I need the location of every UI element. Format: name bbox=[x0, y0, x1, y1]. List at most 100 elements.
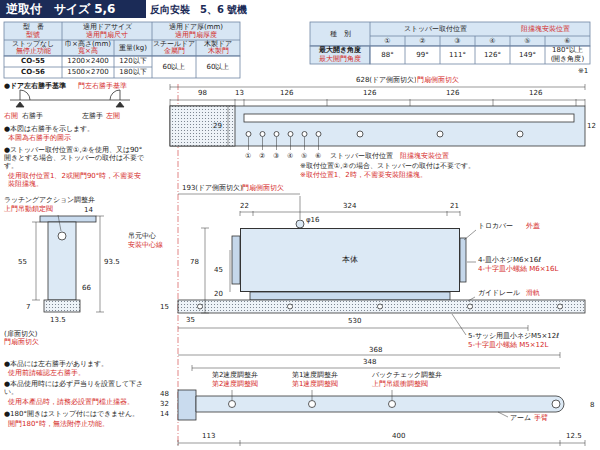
closer-assembly bbox=[288, 304, 293, 309]
table-cell: 無停止功能 bbox=[4, 48, 62, 55]
closer-assembly bbox=[300, 196, 301, 219]
table-cell: 111° bbox=[440, 46, 475, 64]
arm-assembly bbox=[178, 443, 585, 444]
table-cell: 木製ドア bbox=[196, 41, 240, 48]
spec-table bbox=[4, 56, 240, 57]
angle-table bbox=[370, 22, 371, 64]
side-view bbox=[48, 222, 76, 300]
note-text: 使用取付位置1、2或開門90°時，不需要安裝阻擋塊。 bbox=[8, 172, 144, 188]
arm-assembly bbox=[498, 412, 508, 417]
dimension: 113 bbox=[202, 432, 215, 440]
table-cell: 種 別 bbox=[310, 22, 370, 46]
angle-table bbox=[370, 36, 590, 37]
table-cell: 阻擋塊安裝位置 bbox=[500, 22, 590, 36]
arm-assembly bbox=[178, 355, 560, 356]
stopper-plate bbox=[170, 84, 171, 90]
arm-assembly bbox=[178, 390, 196, 420]
closer-assembly bbox=[178, 300, 585, 313]
closer-assembly bbox=[468, 304, 473, 309]
part-label: 第1速度調整閥 bbox=[292, 380, 338, 388]
header-bar bbox=[0, 0, 146, 18]
note-text: 右開 bbox=[4, 112, 18, 120]
closer-assembly bbox=[198, 304, 203, 309]
part-label: 4-皿小ネジM6×16ℓ bbox=[478, 256, 541, 264]
stopper-plate bbox=[585, 84, 586, 90]
dimension: 48 bbox=[160, 390, 169, 398]
note-text: 左勝手 bbox=[82, 112, 103, 120]
side-view bbox=[36, 222, 37, 300]
side-view bbox=[58, 215, 61, 231]
closer-assembly bbox=[178, 194, 585, 335]
closer-assembly bbox=[240, 211, 460, 216]
table-cell: 型號 bbox=[4, 31, 62, 39]
closer-assembly bbox=[467, 262, 476, 263]
spec-table bbox=[152, 22, 153, 78]
closer-assembly bbox=[201, 228, 209, 229]
table-cell: 適用ドアサイズ bbox=[62, 23, 152, 31]
note-text: ●本品には左右勝手があります。 bbox=[4, 360, 154, 368]
dimension: 193(ドア側面切欠) bbox=[182, 184, 243, 192]
dimension: 628(ドア側面切欠) bbox=[355, 76, 418, 84]
part-label: 滑軌 bbox=[526, 289, 540, 297]
arm-assembly bbox=[192, 368, 560, 369]
part-label: ガイドレール bbox=[478, 289, 520, 297]
arm-assembly bbox=[196, 396, 564, 412]
dimension: 15 bbox=[160, 303, 169, 311]
stopper-plate bbox=[170, 84, 585, 150]
note-text: ●180°開きはストップ付にはできません。 bbox=[4, 410, 154, 418]
stopper-plate bbox=[170, 87, 585, 88]
spec-table bbox=[62, 22, 63, 78]
stopper-plate bbox=[274, 132, 279, 137]
closer-assembly bbox=[460, 238, 466, 282]
closer-body: 本体 bbox=[240, 228, 460, 292]
table-cell: ④ bbox=[475, 36, 510, 46]
table-cell: 寬×高 bbox=[62, 48, 114, 55]
spec-table bbox=[196, 40, 197, 78]
spec-table bbox=[4, 67, 152, 68]
table-cell: 1200×2400 bbox=[62, 56, 114, 67]
angle-table bbox=[370, 46, 590, 64]
side-view bbox=[32, 300, 40, 301]
spec-table bbox=[4, 40, 240, 41]
dimension: 45 bbox=[214, 266, 223, 274]
table-cell: 180以下 bbox=[114, 67, 152, 78]
table-cell: 88° bbox=[370, 46, 405, 64]
part-label: アーム bbox=[510, 414, 531, 422]
callout-number: ③ bbox=[273, 152, 279, 160]
dimension: 324 bbox=[343, 202, 356, 210]
note-text: 左開 bbox=[106, 112, 120, 120]
dimension: 348 bbox=[362, 358, 377, 366]
table-cell: ③ bbox=[440, 36, 475, 46]
closer-assembly bbox=[232, 236, 240, 284]
stopper-plate bbox=[288, 132, 293, 137]
table-cell: (開き角度) bbox=[545, 55, 590, 64]
table-cell: 1500×2700 bbox=[62, 67, 114, 78]
part-label: ストッパー取付位置 bbox=[330, 152, 393, 160]
note-text: ●ドア左右勝手基準 bbox=[4, 82, 66, 90]
table-cell: 適用門扇尺寸 bbox=[62, 31, 152, 39]
dimension: 門扇側面切欠 bbox=[242, 184, 284, 192]
spec-table bbox=[4, 22, 240, 56]
dimension: 20 bbox=[214, 290, 223, 298]
dimension: 126 bbox=[363, 89, 376, 97]
arm-assembly bbox=[178, 352, 585, 446]
dimension: 32 bbox=[160, 400, 169, 408]
table-cell: 適用ドア厚(mm) bbox=[152, 23, 240, 31]
closer-assembly bbox=[178, 194, 300, 195]
dimension: 93.5 bbox=[104, 258, 120, 266]
table-cell: 120以下 bbox=[114, 56, 152, 67]
note-text: ●本品使用時には必ず戸当りを設置して下さい。 bbox=[4, 380, 154, 396]
dimension: 12.5 bbox=[566, 432, 582, 440]
note-text: ●本図は右勝手を示します。 bbox=[4, 125, 94, 133]
table-cell: ⑥ bbox=[545, 36, 590, 46]
part-label: (扉面切欠) bbox=[4, 330, 37, 338]
dimension: 400 bbox=[392, 432, 405, 440]
part-label: 安裝中心線 bbox=[128, 241, 163, 249]
closer-assembly bbox=[201, 313, 209, 314]
angle-table bbox=[310, 46, 590, 47]
side-view bbox=[58, 232, 66, 240]
note-text: 門左右勝手基準 bbox=[78, 82, 127, 90]
spec-table bbox=[114, 40, 115, 78]
table-cell: 60以上 bbox=[196, 56, 240, 78]
